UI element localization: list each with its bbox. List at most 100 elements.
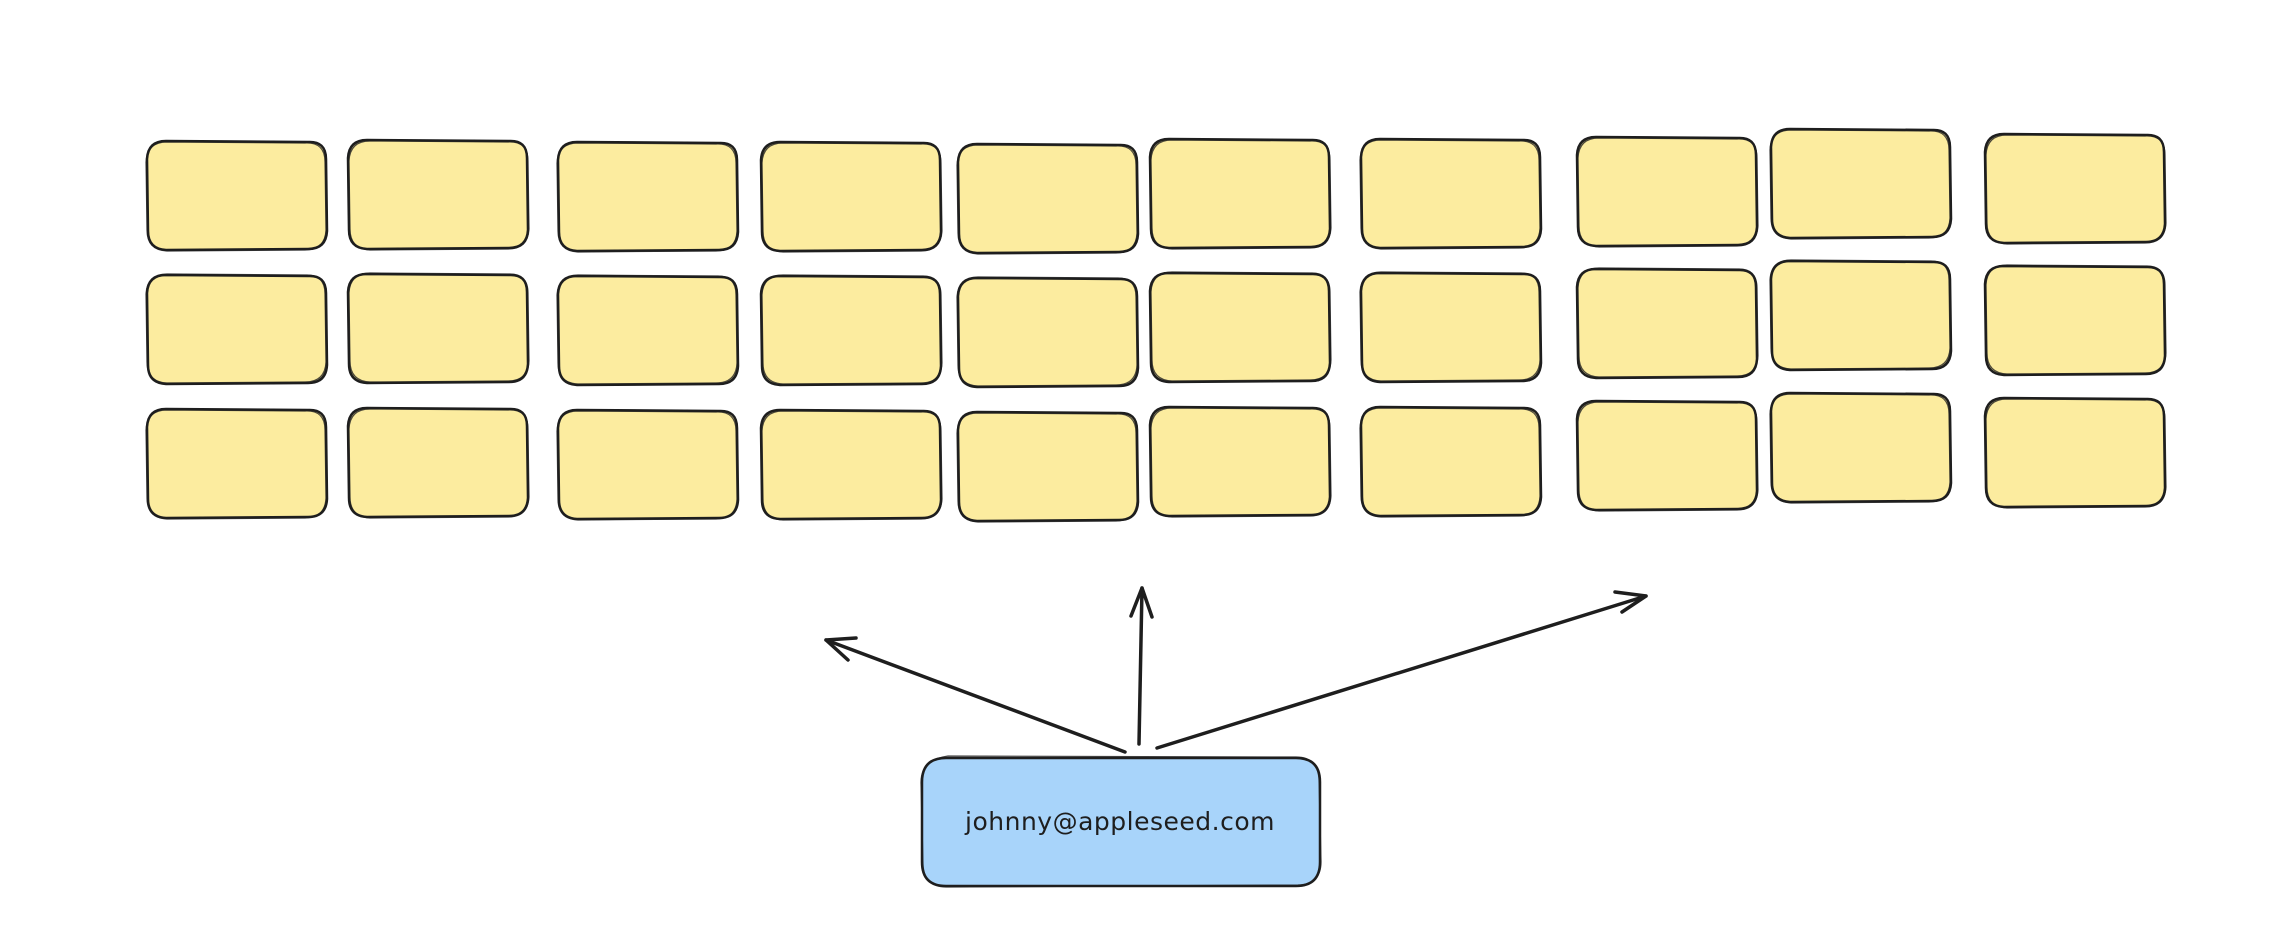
card-body[interactable]	[145, 139, 329, 252]
card-sketch-stroke	[761, 142, 943, 253]
card-sketch-stroke	[348, 140, 530, 251]
card-body[interactable]	[1769, 259, 1953, 372]
card-sketch-stroke	[1150, 407, 1332, 518]
card-sketch-stroke	[1150, 139, 1332, 250]
card-r1-c9[interactable]	[1769, 127, 1953, 240]
card-r1-c4[interactable]	[759, 140, 943, 253]
card-body[interactable]	[556, 274, 740, 387]
card-sketch-stroke	[1985, 398, 2167, 509]
source-node-sketch-stroke	[920, 755, 1322, 888]
card-r1-c1[interactable]	[145, 139, 329, 252]
card-r1-c3[interactable]	[556, 140, 740, 253]
card-sketch-stroke	[1359, 139, 1541, 250]
card-body[interactable]	[1983, 132, 2167, 245]
arrow-head	[1613, 590, 1648, 614]
arrow-head	[824, 636, 858, 662]
source-node[interactable]: johnny@appleseed.com	[920, 755, 1322, 888]
arrows-group	[824, 586, 1648, 754]
card-sketch-stroke	[145, 409, 327, 520]
card-sketch-stroke	[1985, 264, 2167, 375]
card-r1-c10[interactable]	[1983, 132, 2167, 245]
card-r2-c4[interactable]	[759, 274, 943, 387]
card-r2-c10[interactable]	[1983, 264, 2167, 377]
card-sketch-stroke	[1769, 259, 1951, 370]
card-r1-c2[interactable]	[346, 138, 530, 251]
card-r3-c3[interactable]	[556, 408, 740, 521]
card-r2-c7[interactable]	[1359, 271, 1543, 384]
card-sketch-stroke	[348, 272, 530, 383]
card-sketch-stroke	[956, 412, 1138, 523]
card-r2-c9[interactable]	[1769, 259, 1953, 372]
card-r3-c7[interactable]	[1359, 405, 1543, 518]
source-node-label: johnny@appleseed.com	[964, 807, 1275, 836]
card-sketch-stroke	[1769, 129, 1951, 240]
card-body[interactable]	[1983, 396, 2167, 509]
card-body[interactable]	[1359, 137, 1543, 250]
card-sketch-stroke	[145, 273, 327, 384]
card-body[interactable]	[145, 273, 329, 386]
card-body[interactable]	[556, 408, 740, 521]
card-body[interactable]	[956, 142, 1140, 255]
card-r3-c1[interactable]	[145, 407, 329, 520]
card-r3-c9[interactable]	[1769, 391, 1953, 504]
arrow-head	[1129, 586, 1154, 619]
card-body[interactable]	[346, 272, 530, 385]
card-sketch-stroke	[1769, 393, 1951, 504]
card-body[interactable]	[145, 407, 329, 520]
card-r1-c5[interactable]	[956, 142, 1140, 255]
card-r2-c8[interactable]	[1575, 267, 1759, 380]
card-body[interactable]	[1575, 135, 1759, 248]
arrow-up[interactable]	[1129, 586, 1154, 746]
card-r1-c6[interactable]	[1148, 137, 1332, 250]
card-r2-c2[interactable]	[346, 272, 530, 385]
card-sketch-stroke	[956, 276, 1138, 387]
card-body[interactable]	[1359, 271, 1543, 384]
card-body[interactable]	[1769, 391, 1953, 504]
card-body[interactable]	[956, 410, 1140, 523]
card-r3-c4[interactable]	[759, 408, 943, 521]
card-sketch-stroke	[1359, 407, 1541, 518]
card-r3-c6[interactable]	[1148, 405, 1332, 518]
card-r1-c8[interactable]	[1575, 135, 1759, 248]
card-grid	[145, 127, 2167, 523]
card-body[interactable]	[1359, 405, 1543, 518]
arrow-shaft[interactable]	[1155, 594, 1648, 750]
card-r2-c1[interactable]	[145, 273, 329, 386]
arrow-shaft[interactable]	[824, 638, 1127, 754]
card-body[interactable]	[346, 138, 530, 251]
card-sketch-stroke	[956, 144, 1138, 255]
card-sketch-stroke	[556, 142, 738, 253]
card-body[interactable]	[1148, 137, 1332, 250]
card-r2-c6[interactable]	[1148, 271, 1332, 384]
card-body[interactable]	[759, 140, 943, 253]
arrow-up-right[interactable]	[1155, 590, 1648, 750]
card-r2-c5[interactable]	[956, 276, 1140, 389]
card-body[interactable]	[759, 408, 943, 521]
card-body[interactable]	[346, 406, 530, 519]
card-sketch-stroke	[1577, 401, 1759, 512]
card-body[interactable]	[1575, 267, 1759, 380]
arrow-shaft[interactable]	[1137, 586, 1144, 746]
card-sketch-stroke	[1577, 267, 1759, 378]
card-sketch-stroke	[1359, 271, 1541, 382]
card-r3-c5[interactable]	[956, 410, 1140, 523]
card-r1-c7[interactable]	[1359, 137, 1543, 250]
card-sketch-stroke	[145, 141, 327, 252]
card-r3-c10[interactable]	[1983, 396, 2167, 509]
card-body[interactable]	[1769, 127, 1953, 240]
card-body[interactable]	[1148, 405, 1332, 518]
card-body[interactable]	[1983, 264, 2167, 377]
card-body[interactable]	[956, 276, 1140, 389]
arrow-up-left[interactable]	[824, 636, 1127, 754]
card-r3-c8[interactable]	[1575, 399, 1759, 512]
card-sketch-stroke	[1985, 134, 2167, 245]
card-body[interactable]	[1148, 271, 1332, 384]
card-body[interactable]	[1575, 399, 1759, 512]
card-sketch-stroke	[761, 410, 943, 521]
card-r2-c3[interactable]	[556, 274, 740, 387]
card-body[interactable]	[759, 274, 943, 387]
card-sketch-stroke	[761, 274, 943, 385]
card-r3-c2[interactable]	[346, 406, 530, 519]
card-body[interactable]	[556, 140, 740, 253]
